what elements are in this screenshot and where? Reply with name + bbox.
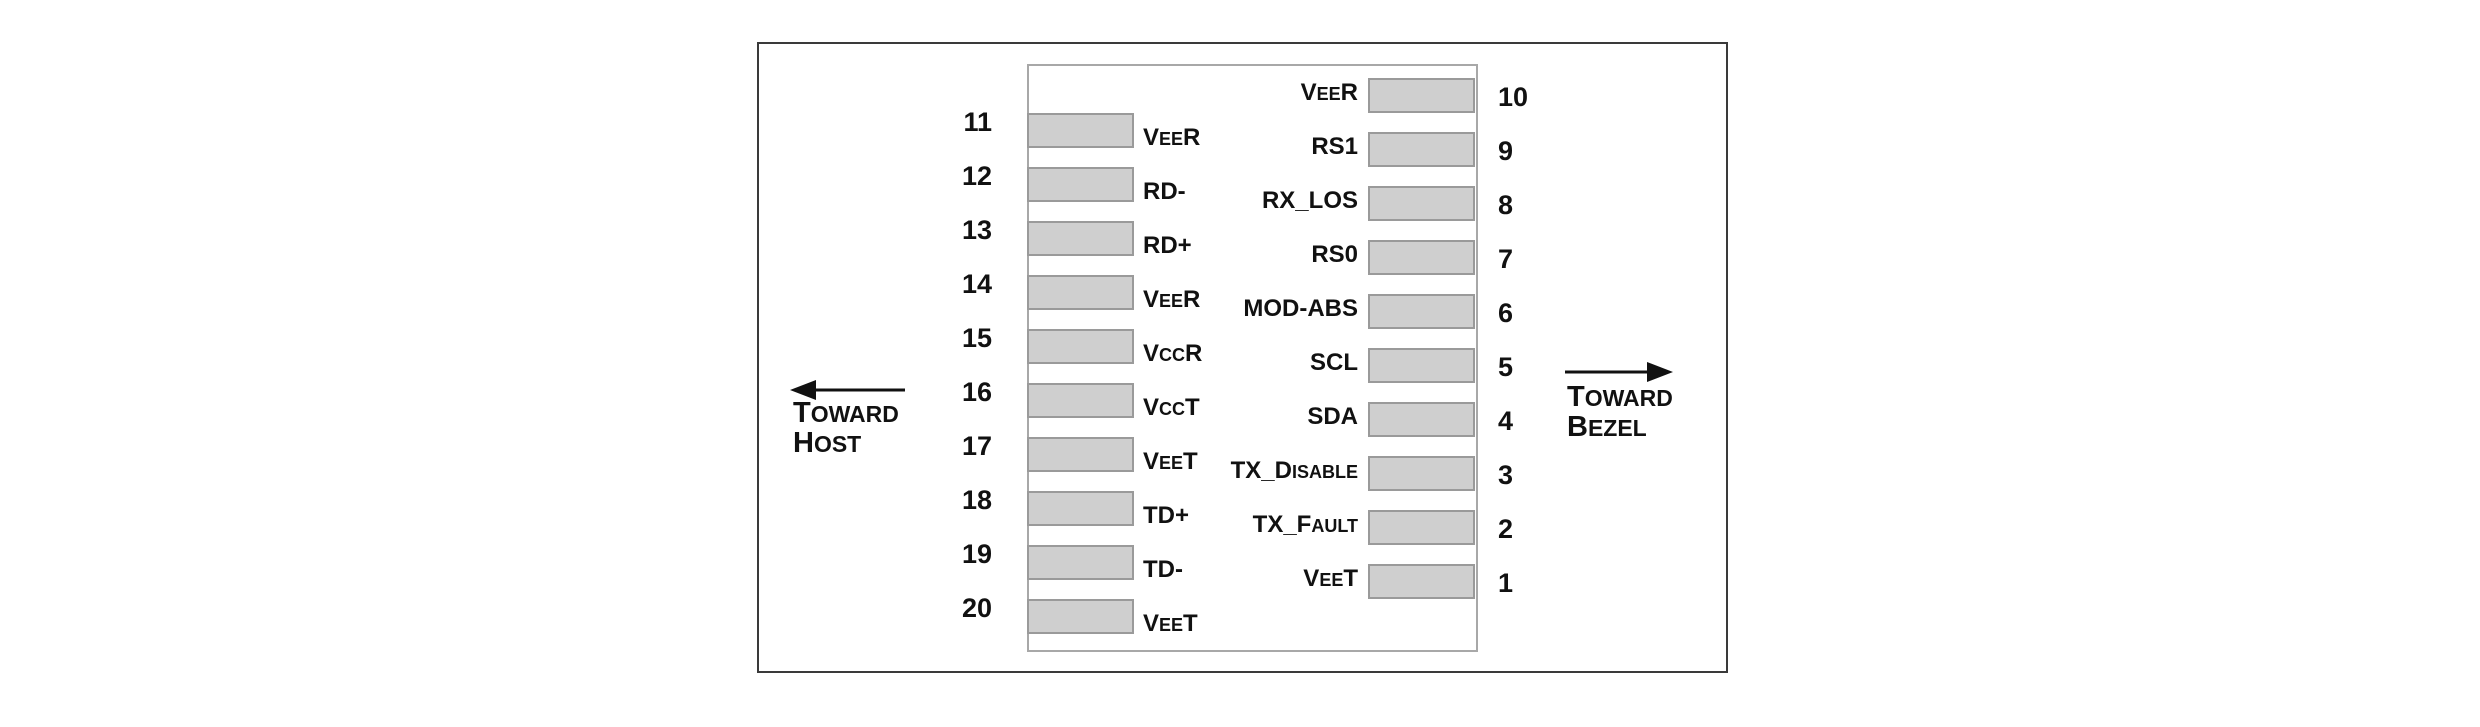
toward-bezel-label: TOWARD BEZEL — [1567, 382, 1673, 443]
pin-number-13: 13 — [961, 215, 992, 245]
pin-number-20: 20 — [961, 593, 992, 623]
arrow-left-icon — [790, 380, 905, 400]
pin-number-4: 4 — [1498, 406, 1514, 436]
pin-signal-18: TD+ — [1143, 502, 1190, 529]
pin-pad-10 — [1368, 78, 1475, 113]
pin-number-2: 2 — [1498, 514, 1514, 544]
pin-number-10: 10 — [1498, 82, 1529, 112]
pin-pad-18 — [1027, 491, 1134, 526]
pin-signal-2: TX_FAULT — [1252, 511, 1358, 538]
pin-number-8: 8 — [1498, 190, 1514, 220]
pin-signal-3: TX_DISABLE — [1230, 457, 1358, 484]
pin-pad-13 — [1027, 221, 1134, 256]
pin-signal-12: RD- — [1143, 178, 1186, 205]
pin-pad-15 — [1027, 329, 1134, 364]
toward-host-label: TOWARD HOST — [793, 398, 899, 459]
diagram-frame — [757, 42, 1728, 673]
pin-signal-1: VEET — [1303, 565, 1358, 592]
pin-signal-14: VEER — [1143, 286, 1201, 313]
pin-number-11: 11 — [963, 107, 992, 137]
pin-pad-17 — [1027, 437, 1134, 472]
pin-pad-3 — [1368, 456, 1475, 491]
toward-host-line1: TOWARD — [793, 397, 899, 429]
pin-signal-17: VEET — [1143, 448, 1198, 475]
pin-signal-9: RS1 — [1311, 133, 1358, 160]
pin-number-6: 6 — [1498, 298, 1514, 328]
pin-number-5: 5 — [1498, 352, 1514, 382]
toward-bezel-line1: TOWARD — [1567, 381, 1673, 413]
pin-pad-20 — [1027, 599, 1134, 634]
pin-signal-5: SCL — [1310, 349, 1358, 376]
pin-signal-20: VEET — [1143, 610, 1198, 637]
pin-number-12: 12 — [961, 161, 992, 191]
pin-pad-8 — [1368, 186, 1475, 221]
pin-pad-16 — [1027, 383, 1134, 418]
pin-number-7: 7 — [1498, 244, 1514, 274]
arrow-right-icon — [1565, 362, 1673, 382]
pin-number-17: 17 — [961, 431, 992, 461]
pin-number-16: 16 — [961, 377, 992, 407]
pin-signal-7: RS0 — [1311, 241, 1358, 268]
pin-signal-19: TD- — [1143, 556, 1183, 583]
toward-host-line2: HOST — [793, 427, 862, 460]
pin-pad-11 — [1027, 113, 1134, 148]
pin-pad-5 — [1368, 348, 1475, 383]
pin-pad-4 — [1368, 402, 1475, 437]
pin-signal-6: MOD-ABS — [1243, 295, 1358, 322]
pin-signal-15: VCCR — [1143, 340, 1203, 367]
pin-signal-16: VCCT — [1143, 394, 1200, 421]
pin-signal-4: SDA — [1307, 403, 1358, 430]
pin-pad-14 — [1027, 275, 1134, 310]
pin-pad-12 — [1027, 167, 1134, 202]
pin-signal-8: RX_LOS — [1261, 187, 1358, 214]
pin-pad-7 — [1368, 240, 1475, 275]
pin-pad-6 — [1368, 294, 1475, 329]
pin-signal-11: VEER — [1143, 124, 1201, 151]
pin-pad-2 — [1368, 510, 1475, 545]
pin-signal-13: RD+ — [1143, 232, 1192, 259]
pin-pad-1 — [1368, 564, 1475, 599]
pin-number-15: 15 — [961, 323, 992, 353]
pin-number-14: 14 — [961, 269, 992, 299]
pin-number-9: 9 — [1498, 136, 1514, 166]
toward-bezel-line2: BEZEL — [1567, 411, 1647, 444]
pin-number-19: 19 — [961, 539, 992, 569]
pin-signal-10: VEER — [1300, 79, 1358, 106]
pin-pad-19 — [1027, 545, 1134, 580]
pin-number-1: 1 — [1498, 568, 1514, 598]
pin-number-18: 18 — [961, 485, 992, 515]
pin-pad-9 — [1368, 132, 1475, 167]
pin-number-3: 3 — [1498, 460, 1514, 490]
